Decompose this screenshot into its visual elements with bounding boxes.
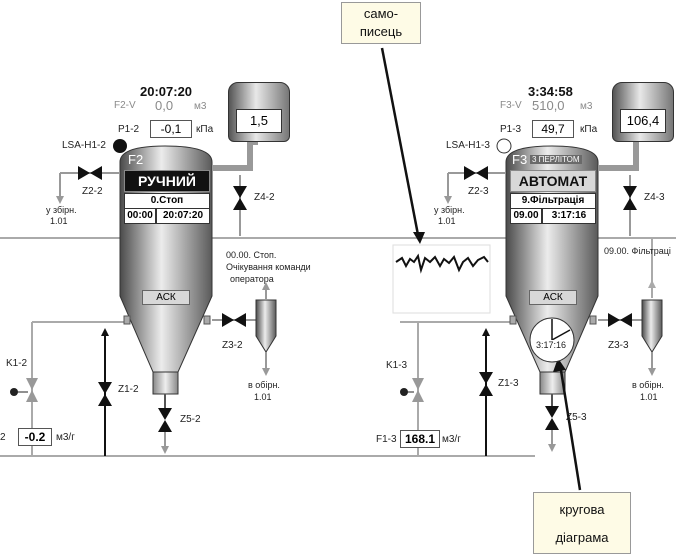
f3v-label-right: F3-V	[500, 100, 522, 111]
step-time-label-left: 00:00	[124, 208, 156, 224]
status-left-line3: оператора	[230, 274, 274, 284]
flow-unit-right: м3/г	[442, 434, 461, 445]
level-indicator-right-value: 106,4	[620, 109, 666, 133]
round-chart-callout-line1: кругова	[559, 502, 605, 517]
tag-note-right: 3 ПЕРЛІТОМ	[530, 155, 582, 164]
ack-button-right[interactable]: АСК	[529, 290, 577, 305]
valve-z2-3-label: Z2-3	[468, 186, 489, 197]
recorder-callout: само- писець	[341, 2, 421, 44]
valve-z3-2-label: Z3-2	[222, 340, 243, 351]
status-right-line1: 09.00. Фільтраці	[604, 246, 671, 256]
valve-k1-2-label: K1-2	[6, 358, 28, 369]
level-indicator-left[interactable]: 1,5	[228, 82, 290, 142]
valve-z4-3-label: Z4-3	[644, 192, 665, 203]
level-indicator-right[interactable]: 106,4	[612, 82, 674, 142]
step-right: 9.Фільтрація	[510, 193, 596, 209]
round-chart-time: 3:17:16	[536, 340, 567, 350]
to-collector-bottom-right-num: 1.01	[640, 392, 658, 402]
flow-prefix-left: 2	[0, 432, 6, 443]
step-left: 0.Стоп	[124, 193, 210, 209]
clock-right: 3:34:58	[528, 84, 573, 99]
pressure-label-left: P1-2	[118, 124, 140, 135]
level-indicator-left-value: 1,5	[236, 109, 282, 133]
round-chart-callout-line2: діаграма	[555, 530, 609, 545]
tag-left: F2	[128, 152, 144, 167]
valve-z3-3-label: Z3-3	[608, 340, 629, 351]
recorder-callout-line2: писець	[359, 24, 403, 39]
f3v-unit-right: м3	[580, 101, 593, 112]
pressure-value-left[interactable]: -0,1	[150, 120, 192, 138]
step-time-label-right: 09.00	[510, 208, 542, 224]
clock-left: 20:07:20	[140, 84, 193, 99]
step-time-value-right: 3:17:16	[542, 208, 596, 224]
lsa-label-right: LSA-H1-3	[446, 140, 490, 151]
to-collector-right-num: 1.01	[438, 216, 456, 226]
pressure-unit-left: кПа	[196, 124, 214, 135]
flow-value-left[interactable]: -0.2	[18, 428, 52, 446]
valve-z1-2-label: Z1-2	[118, 384, 139, 395]
pressure-label-right: P1-3	[500, 124, 522, 135]
lsa-label-left: LSA-H1-2	[62, 140, 106, 151]
round-chart-callout: кругова діаграма	[533, 492, 631, 554]
pressure-value-right[interactable]: 49,7	[532, 120, 574, 138]
mode-button-right[interactable]: АВТОМАТ	[510, 170, 596, 192]
f2v-value-left: 0,0	[155, 98, 174, 113]
to-collector-bottom-right-label: в обірн.	[632, 380, 664, 390]
valve-z1-3-label: Z1-3	[498, 378, 519, 389]
tag-right: F3	[512, 152, 528, 167]
to-collector-left-num: 1.01	[50, 216, 68, 226]
pressure-unit-right: кПа	[580, 124, 598, 135]
to-collector-bottom-left-num: 1.01	[254, 392, 272, 402]
f2v-label-left: F2-V	[114, 100, 136, 111]
flow-value-right[interactable]: 168.1	[400, 430, 440, 448]
flow-label-right: F1-3	[376, 434, 397, 445]
f3v-value-right: 510,0	[532, 98, 565, 113]
flow-unit-left: м3/г	[56, 432, 75, 443]
to-collector-bottom-left-label: в обірн.	[248, 380, 280, 390]
valve-k1-3-label: K1-3	[386, 360, 408, 371]
valve-z5-2-label: Z5-2	[180, 414, 201, 425]
status-left-line1: 00.00. Стоп.	[226, 250, 277, 260]
recorder-callout-line1: само-	[363, 6, 399, 21]
f2v-unit-left: м3	[194, 101, 207, 112]
step-time-value-left: 20:07:20	[156, 208, 210, 224]
mode-button-left[interactable]: РУЧНИЙ	[124, 170, 210, 192]
to-collector-right-label: у збірн.	[434, 205, 465, 215]
valve-z2-2-label: Z2-2	[82, 186, 103, 197]
ack-button-left[interactable]: АСК	[142, 290, 190, 305]
valve-z5-3-label: Z5-3	[566, 412, 587, 423]
status-left-line2: Очікування команди	[226, 262, 311, 272]
valve-z4-2-label: Z4-2	[254, 192, 275, 203]
to-collector-left-label: у збірн.	[46, 205, 77, 215]
